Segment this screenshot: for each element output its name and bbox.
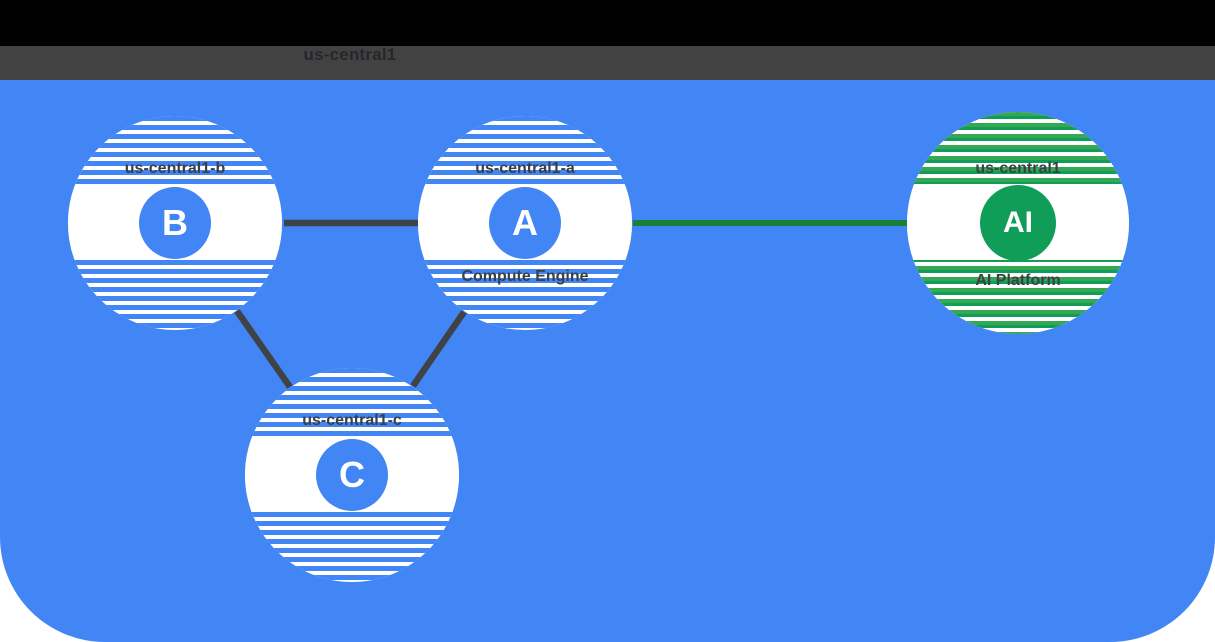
zone-a-label: us-central1-a (475, 160, 575, 177)
header-band-black (0, 0, 1215, 46)
ai-platform-region-label: us-central1 (975, 160, 1061, 177)
zone-b-badge: B (139, 187, 211, 259)
ai-platform-circle: us-central1 AI AI Platform (907, 112, 1129, 334)
zone-circle-a: us-central1-a A Compute Engine (418, 116, 632, 330)
zone-a-badge: A (489, 187, 561, 259)
ai-platform-sublabel: AI Platform (975, 272, 1061, 289)
ai-platform-badge: AI (980, 185, 1056, 261)
zone-c-label: us-central1-c (302, 412, 402, 429)
zone-b-label: us-central1-b (124, 160, 226, 177)
region-title: us-central1 (303, 45, 397, 64)
zone-a-sublabel: Compute Engine (461, 268, 589, 285)
header-band-gray (0, 46, 1215, 80)
zone-c-badge: C (316, 439, 388, 511)
zone-circle-b: us-central1-b B (68, 116, 282, 330)
zone-circle-c: us-central1-c C (245, 368, 459, 582)
